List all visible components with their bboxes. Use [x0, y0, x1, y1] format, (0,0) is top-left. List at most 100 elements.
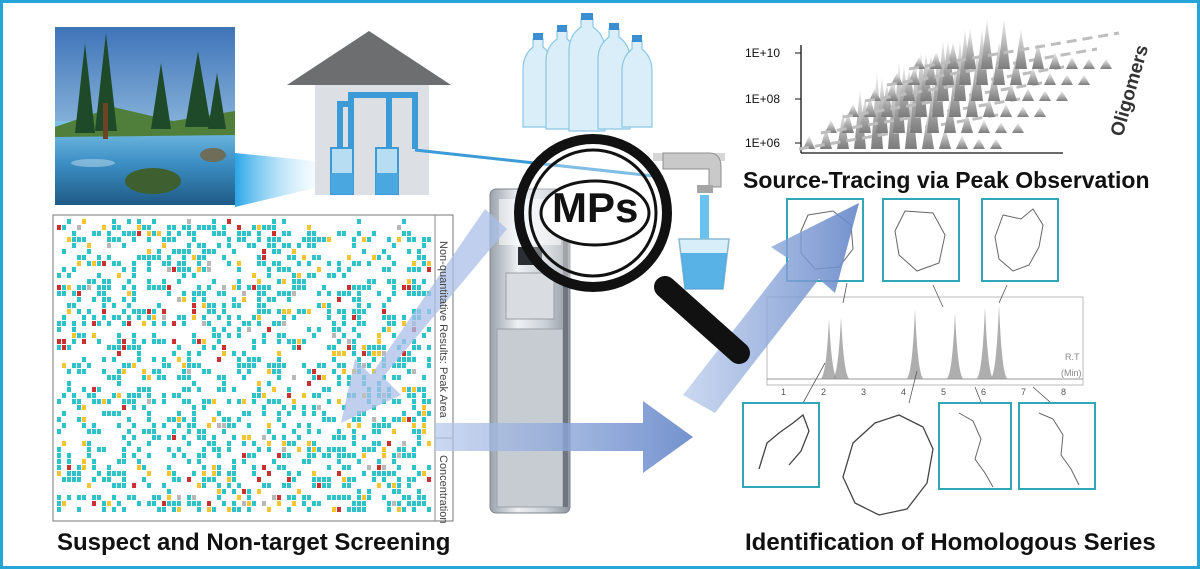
heatmap-cell [317, 405, 321, 410]
heatmap-cell [137, 255, 141, 260]
heatmap-cell [337, 495, 341, 500]
heatmap-cell [157, 255, 161, 260]
heatmap-cell [92, 423, 96, 428]
heatmap-cell [107, 465, 111, 470]
heatmap-cell [307, 429, 311, 434]
heatmap-cell [257, 255, 261, 260]
heatmap-cell [137, 351, 141, 356]
heatmap-cell [222, 327, 226, 332]
heatmap-cell [127, 417, 131, 422]
peak-ridge [898, 64, 910, 117]
heatmap-cell [242, 291, 246, 296]
heatmap-cell [162, 363, 166, 368]
heatmap-cell [372, 447, 376, 452]
heatmap-cell [162, 285, 166, 290]
heatmap-cell [357, 501, 361, 506]
heatmap-cell [67, 273, 71, 278]
heatmap-cell [297, 435, 301, 440]
heatmap-cell [407, 279, 411, 284]
heatmap-cell [167, 261, 171, 266]
peak-ridge [1083, 58, 1095, 69]
heatmap-cell [382, 447, 386, 452]
heatmap-cell [327, 237, 331, 242]
heatmap-cell [262, 465, 266, 470]
heatmap-cell [357, 417, 361, 422]
heatmap-cell [362, 321, 366, 326]
heatmap-cell [327, 273, 331, 278]
heatmap-cell [137, 459, 141, 464]
peak-ridge [998, 18, 1010, 69]
heatmap-cell [177, 279, 181, 284]
heatmap-cell [287, 441, 291, 446]
heatmap-cell [322, 387, 326, 392]
heatmap-cell [357, 303, 361, 308]
heatmap-cell [82, 237, 86, 242]
heatmap-cell [397, 447, 401, 452]
heatmap-cell [132, 483, 136, 488]
peak-baseline [864, 63, 1076, 103]
heatmap-cell [262, 309, 266, 314]
heatmap-cell [82, 333, 86, 338]
heatmap-cell [242, 375, 246, 380]
chromo-xtick: 7 [1021, 387, 1027, 397]
heatmap-cell [392, 279, 396, 284]
heatmap-cell [182, 249, 186, 254]
heatmap-cell [222, 291, 226, 296]
heatmap-cell [102, 507, 106, 512]
heatmap-cell [232, 489, 236, 494]
heatmap-cell [312, 369, 316, 374]
heatmap-cell [102, 411, 106, 416]
faucet-and-glass [653, 152, 730, 290]
heatmap-cell [222, 375, 226, 380]
heatmap-cell [397, 483, 401, 488]
heatmap-cell [147, 453, 151, 458]
heatmap-cell [137, 465, 141, 470]
heatmap-cell [102, 303, 106, 308]
heatmap-cell [207, 369, 211, 374]
heatmap-cell [362, 237, 366, 242]
heatmap-cell [217, 291, 221, 296]
heatmap-cell [337, 351, 341, 356]
heatmap-cell [77, 297, 81, 302]
heatmap-cell [222, 303, 226, 308]
heatmap-cell [402, 321, 406, 326]
heatmap-cell [82, 315, 86, 320]
chromo-xtick: 3 [861, 387, 867, 397]
heatmap-cell [257, 309, 261, 314]
heatmap-cell [67, 237, 71, 242]
heatmap-cell [297, 273, 301, 278]
heatmap-cell [192, 297, 196, 302]
heatmap-cell [257, 291, 261, 296]
heatmap-cell [107, 375, 111, 380]
heatmap-cell [127, 345, 131, 350]
heatmap-cell [257, 297, 261, 302]
heatmap-cell [247, 231, 251, 236]
heatmap-cell [357, 297, 361, 302]
heatmap-cell [212, 399, 216, 404]
heatmap-cell [107, 237, 111, 242]
heatmap-cell [62, 363, 66, 368]
heatmap-cell [167, 291, 171, 296]
flow-arrows [341, 203, 859, 473]
heatmap-cell [127, 495, 131, 500]
heatmap-cell [342, 369, 346, 374]
heatmap-cell [277, 495, 281, 500]
heatmap-cell [117, 315, 121, 320]
heatmap-cell [227, 333, 231, 338]
heatmap-cell [102, 369, 106, 374]
heatmap-cell [392, 501, 396, 506]
heatmap-cell [262, 501, 266, 506]
heatmap-cell [117, 369, 121, 374]
heatmap-cell [422, 429, 426, 434]
heatmap-cell [397, 357, 401, 362]
heatmap-cell [337, 267, 341, 272]
heatmap-cell [217, 243, 221, 248]
heatmap-cell [172, 393, 176, 398]
heatmap-cell [242, 441, 246, 446]
heatmap-cell [277, 465, 281, 470]
heatmap-cell [292, 501, 296, 506]
heatmap-cell [212, 435, 216, 440]
heatmap-cell [152, 339, 156, 344]
heatmap-cell [97, 231, 101, 236]
heatmap-cell [57, 429, 61, 434]
